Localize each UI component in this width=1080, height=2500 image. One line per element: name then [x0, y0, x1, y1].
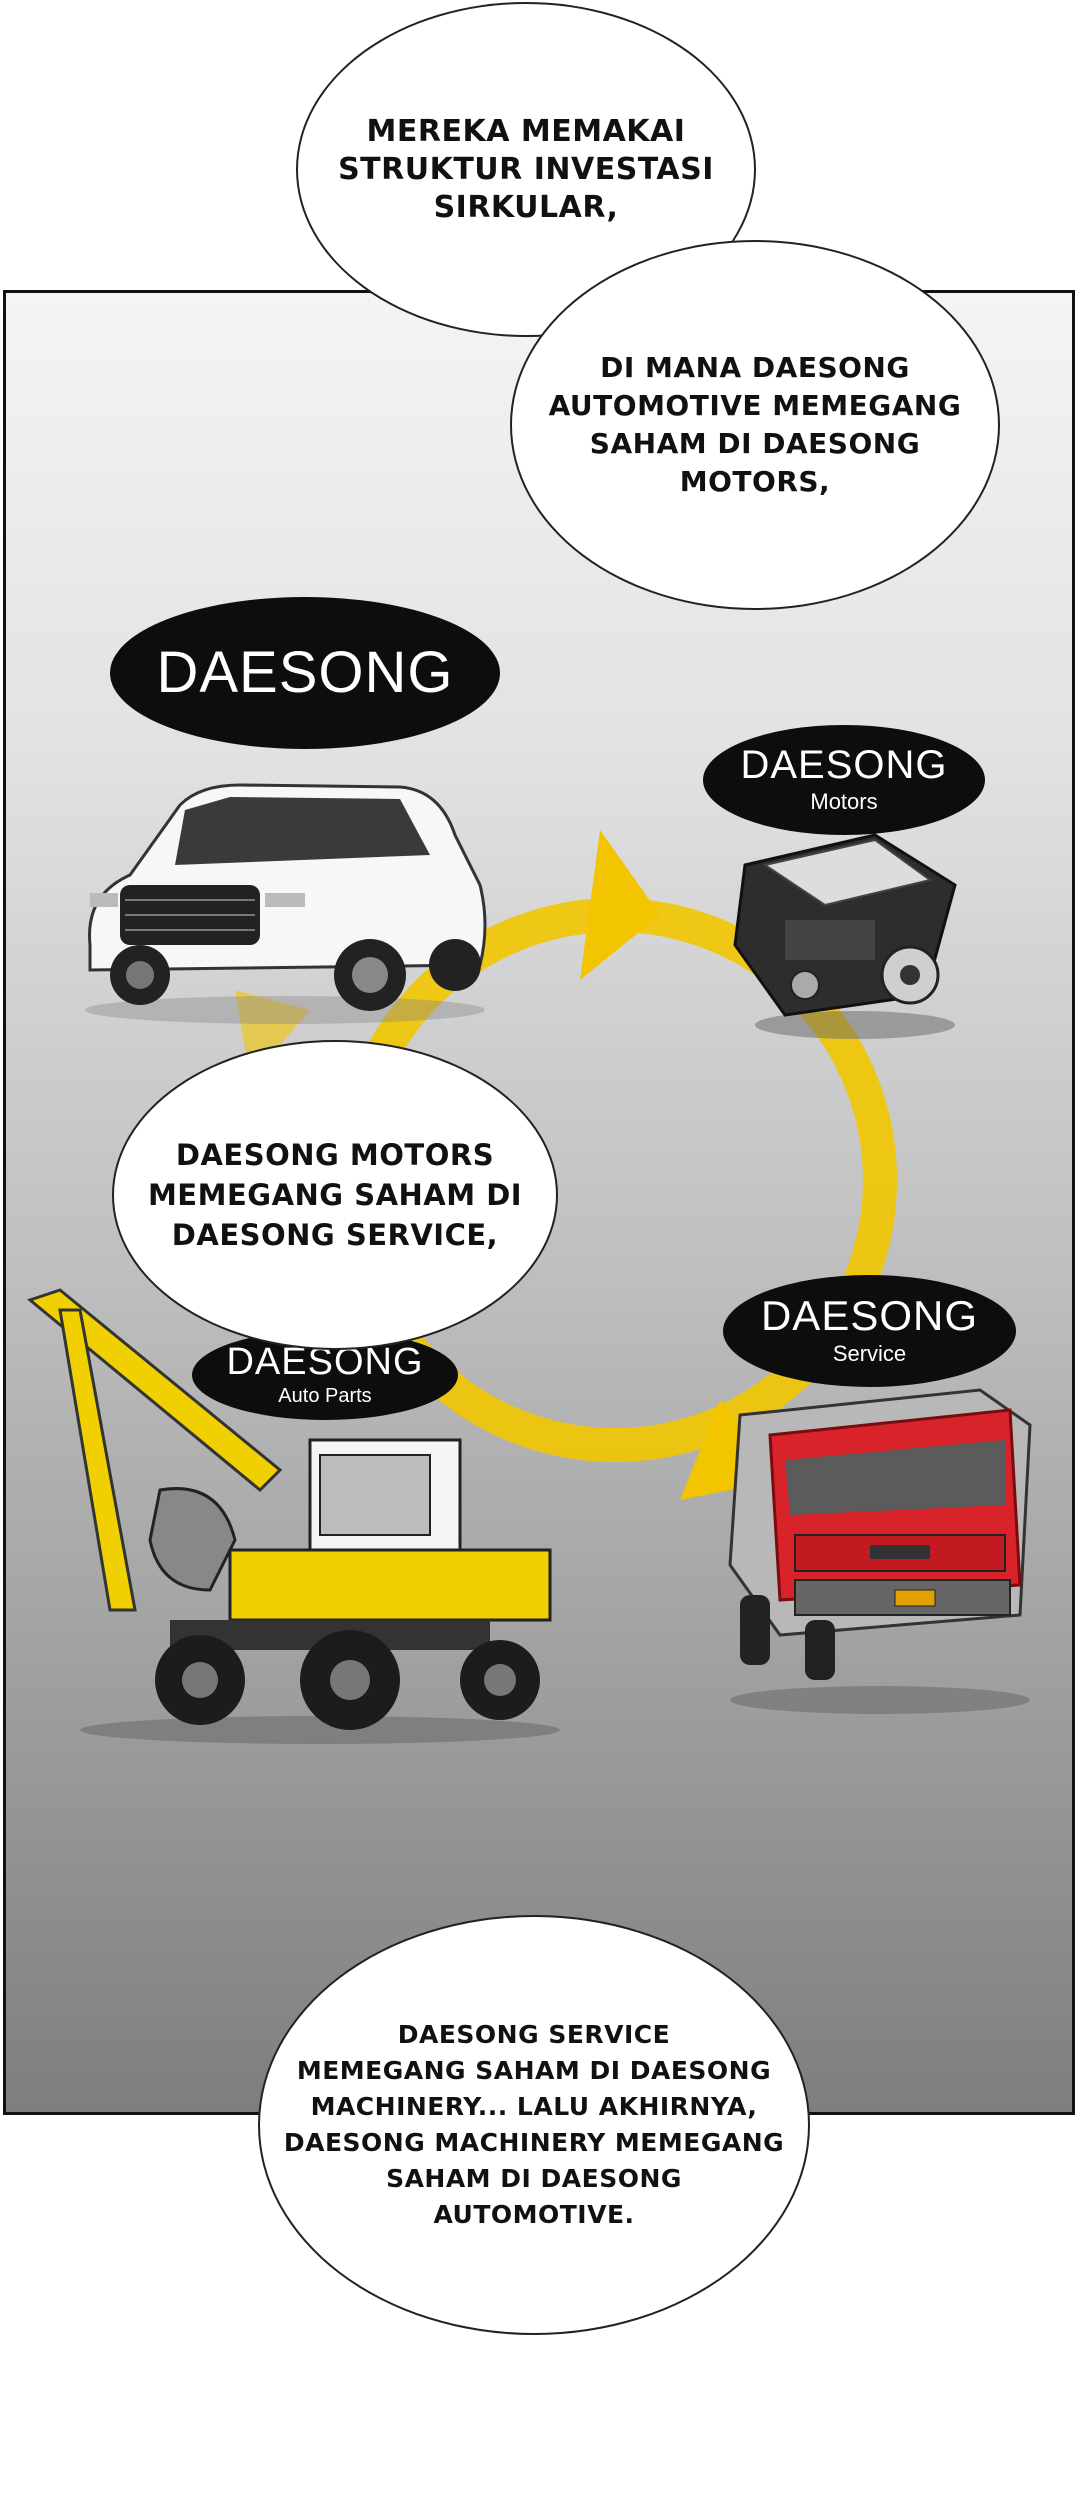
- speech-bubble-2: DI MANA DAESONG AUTOMOTIVE MEMEGANG SAHA…: [510, 240, 1000, 610]
- excavator-illustration: [26, 1288, 560, 1744]
- logo-service-sub: Service: [832, 1341, 907, 1366]
- logo-daesong-motors: DAESONG Motors: [703, 725, 985, 835]
- logo-daesong-service: DAESONG Service: [723, 1275, 1016, 1387]
- truck-illustration: [728, 1388, 1032, 1714]
- speech-bubble-3: DAESONG MOTORS MEMEGANG SAHAM DI DAESONG…: [112, 1040, 558, 1350]
- logo-motors-name: DAESONG: [740, 743, 948, 787]
- logo-auto-parts-sub: Auto Parts: [278, 1384, 372, 1407]
- suv-illustration: [85, 783, 487, 1024]
- logo-service-name: DAESONG: [760, 1292, 979, 1339]
- speech-bubble-4-text: DAESONG SERVICE MEMEGANG SAHAM DI DAESON…: [283, 2020, 785, 2229]
- speech-bubble-2-text: DI MANA DAESONG AUTOMOTIVE MEMEGANG SAHA…: [548, 351, 962, 498]
- engine-illustration: [733, 833, 957, 1039]
- speech-bubble-1-text: MEREKA MEMAKAI STRUKTUR INVESTASI SIRKUL…: [338, 113, 714, 225]
- speech-bubble-4: DAESONG SERVICE MEMEGANG SAHAM DI DAESON…: [258, 1915, 810, 2335]
- speech-bubble-3-text: DAESONG MOTORS MEMEGANG SAHAM DI DAESONG…: [147, 1138, 523, 1252]
- logo-daesong-name: DAESONG: [156, 640, 454, 705]
- arrowhead-top-right: [580, 830, 660, 980]
- logo-daesong: DAESONG: [110, 597, 500, 749]
- logo-motors-sub: Motors: [810, 789, 878, 814]
